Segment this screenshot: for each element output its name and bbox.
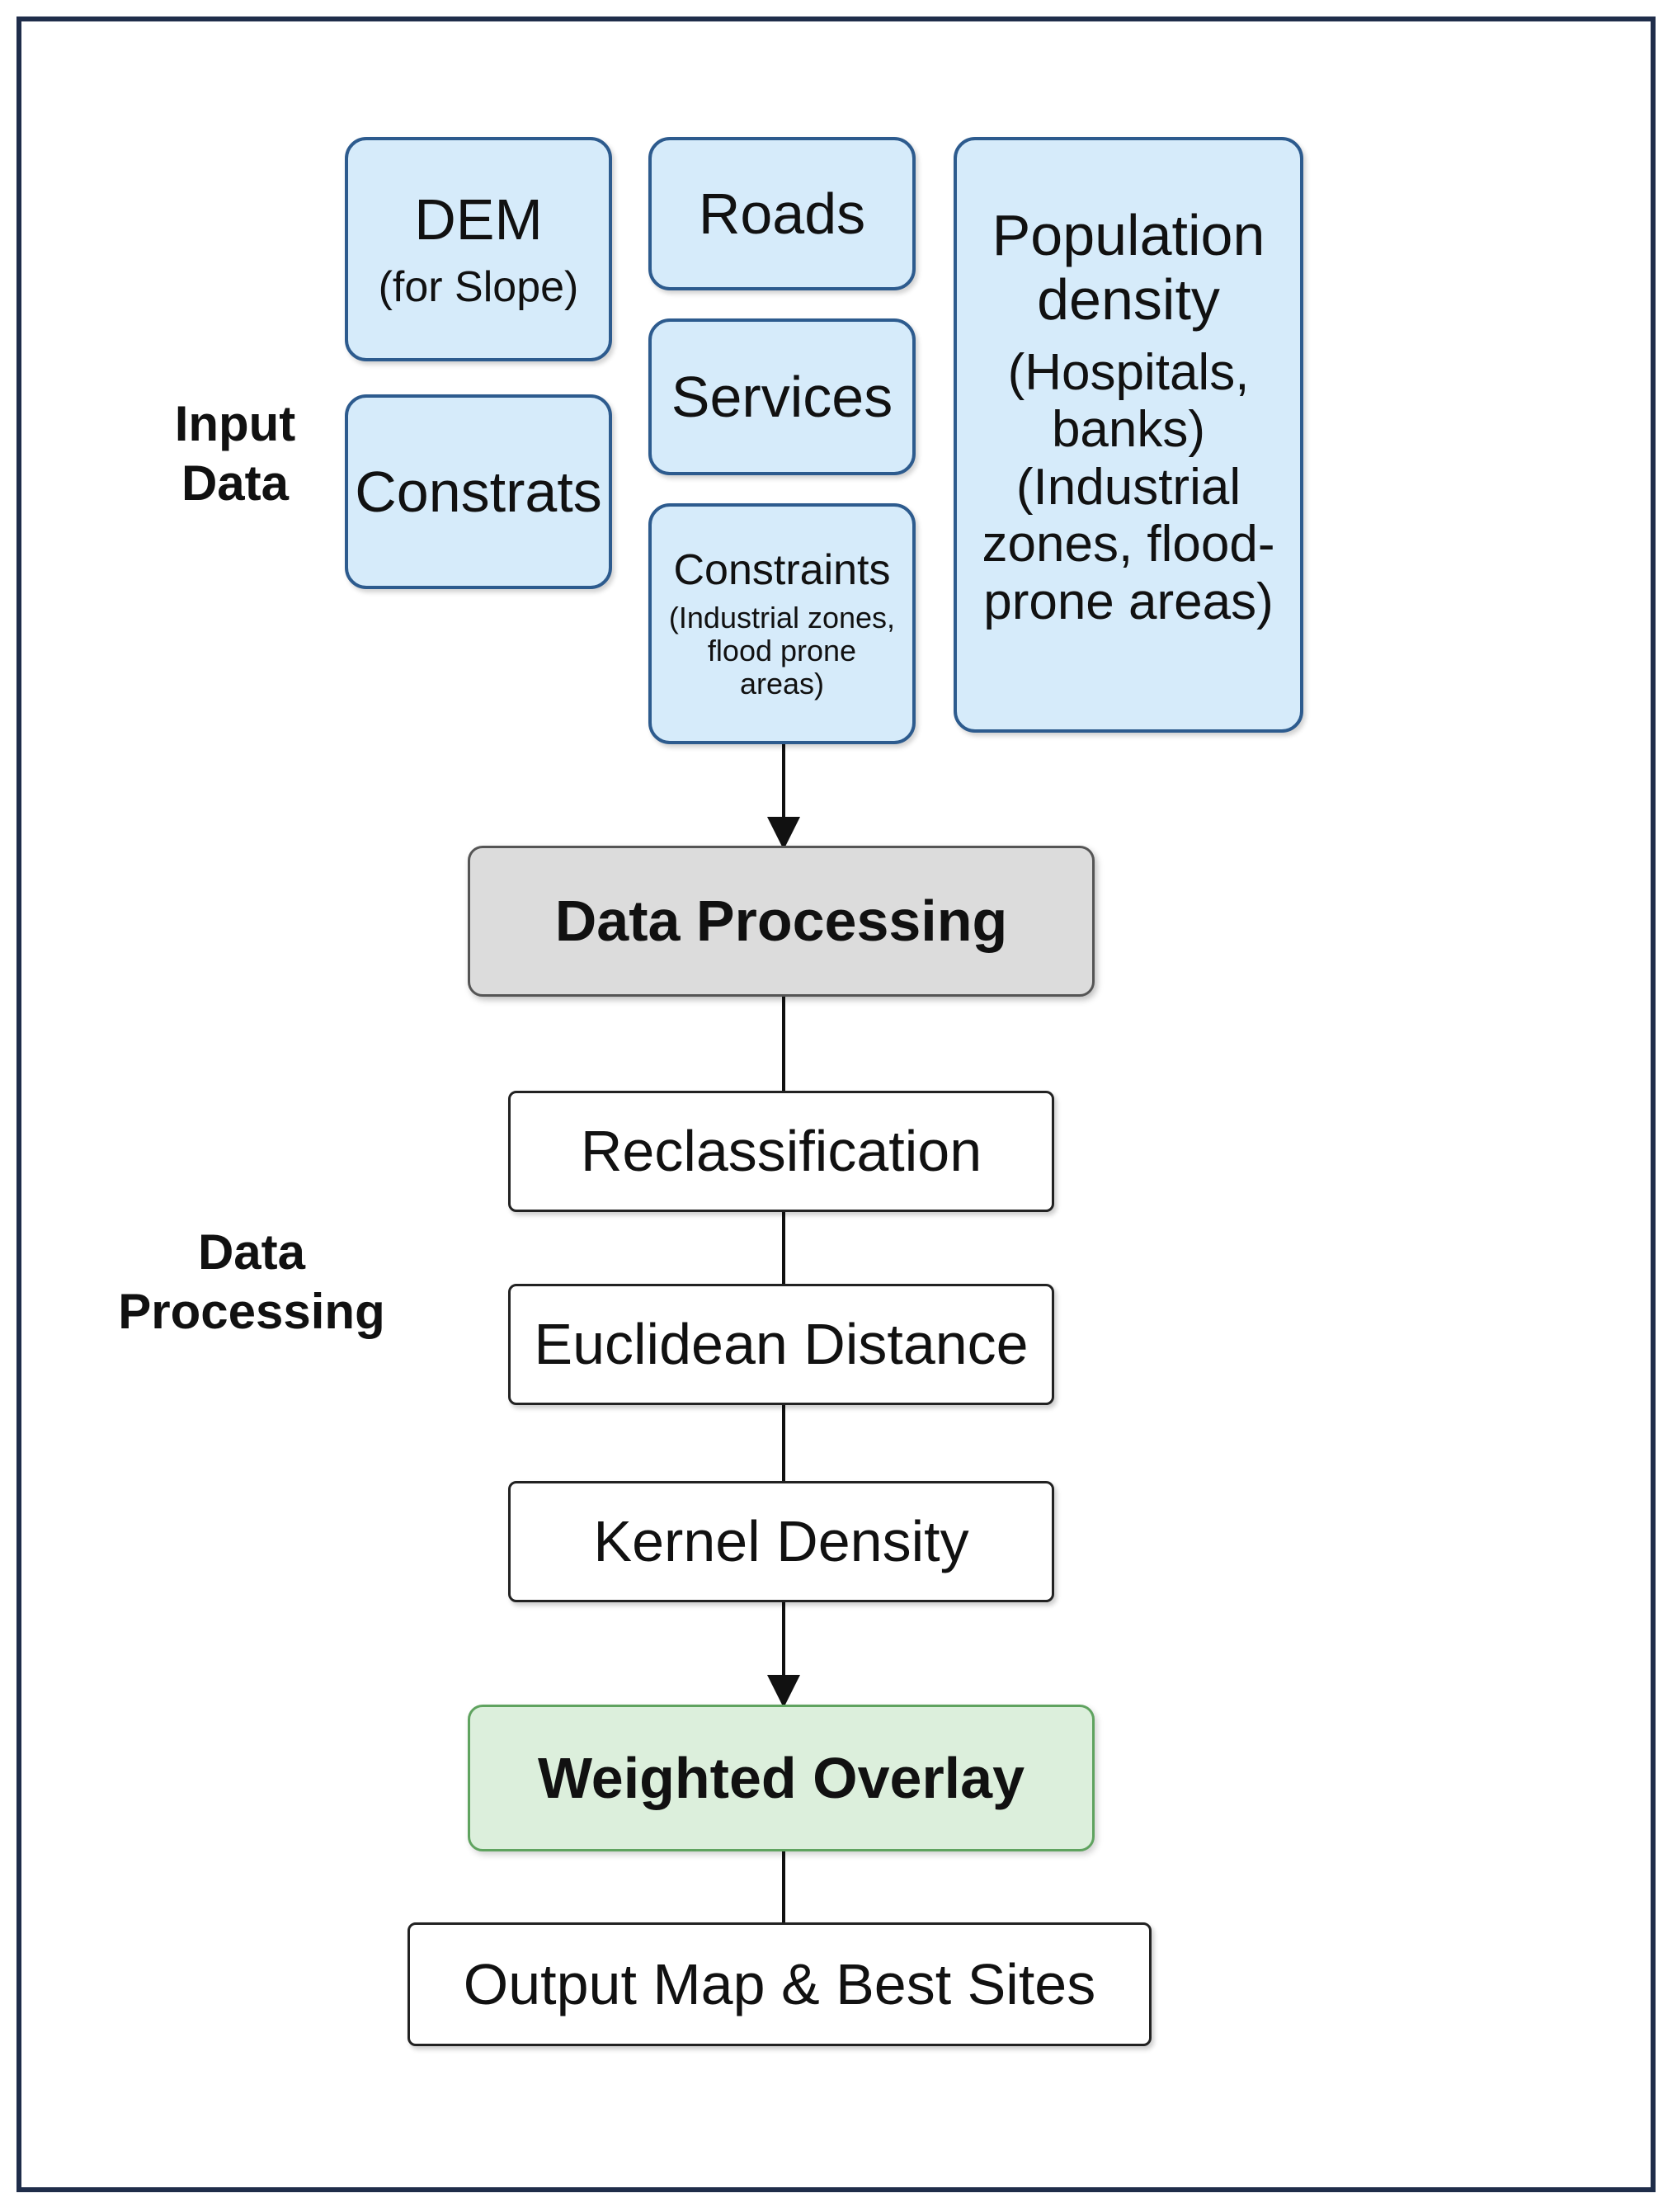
kernel-density-title: Kernel Density [593,1509,969,1574]
reclassification-title: Reclassification [580,1119,982,1184]
population-line-1: Population [992,203,1265,267]
population-sub-line-5: prone areas) [983,573,1274,630]
weighted-overlay-box: Weighted Overlay [468,1705,1095,1851]
reclassification-box: Reclassification [508,1091,1054,1212]
population-sub-line-4: zones, flood- [982,516,1275,573]
services-box: Services [648,318,916,475]
output-map-title: Output Map & Best Sites [463,1951,1096,2016]
constraints-sub-line-3: areas) [739,667,825,701]
population-sub-line-1: (Hospitals, [1007,343,1250,401]
data-processing-box: Data Processing [468,846,1095,997]
constraints-sub-line-2: flood prone [707,633,857,667]
roads-title: Roads [698,181,866,246]
dem-subtitle: (for Slope) [378,263,579,312]
constraints-sub-line-1: (Industrial zones, [668,600,896,634]
kernel-density-box: Kernel Density [508,1481,1054,1602]
data-processing-label-line-2: Processing [118,1284,385,1339]
input-data-label-line-2: Data [181,455,290,511]
input-data-label: Input Data [140,394,330,513]
population-line-2: density [1037,267,1220,333]
input-data-label-line-1: Input [174,396,296,451]
constraints-box: Constraints (Industrial zones, flood pro… [648,503,916,744]
population-density-box: Population density (Hospitals, banks) (I… [954,137,1303,733]
data-processing-title: Data Processing [554,889,1008,954]
data-processing-label: Data Processing [99,1223,404,1342]
population-sub-line-2: banks) [1051,401,1206,459]
constrats-box: Constrats [345,394,612,589]
data-processing-label-line-1: Data [197,1224,306,1280]
roads-box: Roads [648,137,916,290]
euclidean-distance-title: Euclidean Distance [534,1312,1029,1377]
dem-title: DEM [414,186,543,252]
constrats-title: Constrats [355,459,602,524]
euclidean-distance-box: Euclidean Distance [508,1284,1054,1405]
weighted-overlay-title: Weighted Overlay [537,1745,1025,1810]
constraints-title: Constraints [673,546,891,595]
services-title: Services [671,364,893,429]
population-sub-line-3: (Industrial [1015,458,1241,516]
output-map-box: Output Map & Best Sites [407,1922,1152,2046]
dem-box: DEM (for Slope) [345,137,612,361]
